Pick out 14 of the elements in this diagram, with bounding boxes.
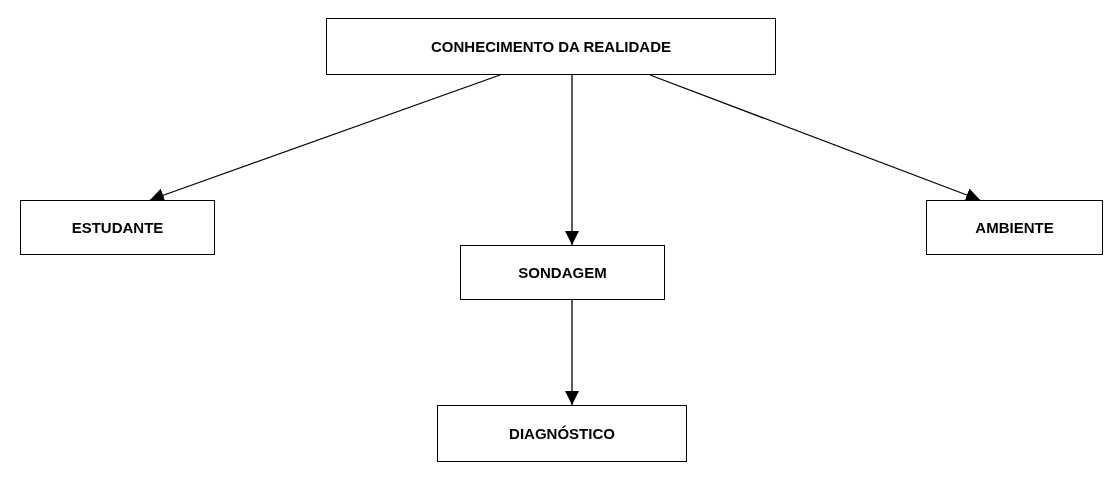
box-label: AMBIENTE (975, 219, 1054, 236)
box-label: ESTUDANTE (71, 219, 164, 236)
arrow (649, 74, 981, 202)
box-label: SONDAGEM (518, 264, 607, 281)
arrow (149, 74, 501, 202)
text-box (926, 200, 1103, 255)
text-box (460, 245, 665, 300)
box-label: CONHECIMENTO DA REALIDADE (431, 38, 671, 55)
box-label: DIAGNÓSTICO (509, 425, 615, 442)
arrow (565, 74, 579, 246)
text-box (437, 405, 687, 462)
text-box (326, 18, 776, 75)
text-box (20, 200, 215, 255)
arrow (565, 299, 579, 406)
